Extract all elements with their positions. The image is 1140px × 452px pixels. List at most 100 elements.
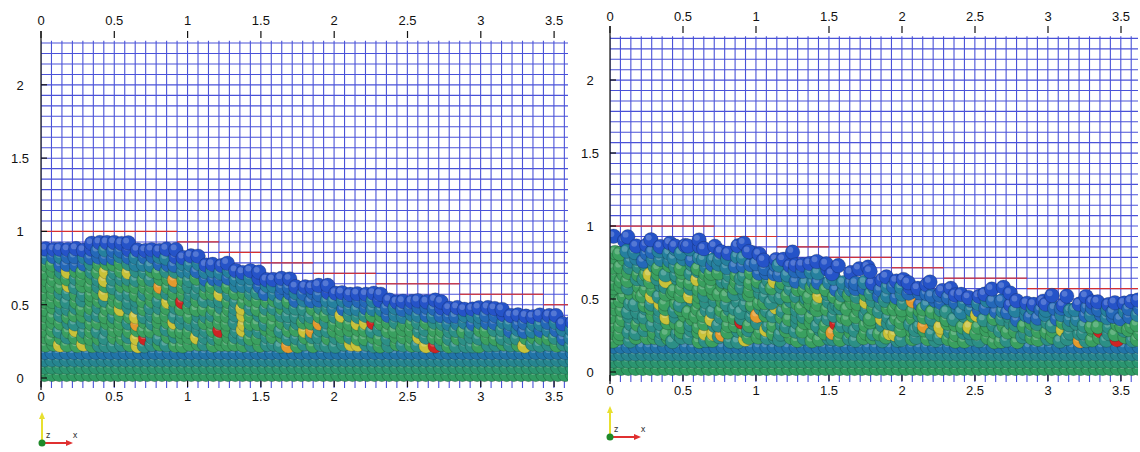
drawing-part [285, 274, 291, 280]
drawing-part [222, 258, 228, 264]
drawing-part [55, 244, 61, 250]
drawing-part [355, 273, 365, 274]
drawing-part [41, 137, 568, 138]
drawing-part [313, 273, 323, 274]
drawing-part [352, 289, 358, 295]
drawing-part [240, 252, 250, 253]
drawing-part [41, 95, 568, 96]
drawing-part [198, 241, 208, 242]
drawing-part [282, 262, 292, 263]
drawing-part [261, 262, 271, 263]
drawing-part [276, 273, 282, 279]
drawing-part [449, 283, 459, 284]
drawing-part [428, 283, 438, 284]
drawing-part [413, 296, 419, 302]
drawing-part [41, 74, 568, 75]
drawing-part [63, 244, 69, 250]
drawing-part [146, 231, 156, 232]
panel [41, 41, 568, 388]
drawing-part [167, 231, 177, 232]
drawing-part [459, 304, 465, 310]
drawing-part [41, 158, 568, 159]
drawing-part [397, 283, 407, 284]
drawing-part [123, 238, 129, 244]
drawing-part [41, 189, 568, 190]
drawing-part [522, 294, 532, 295]
drawing-part [460, 294, 470, 295]
drawing-part [161, 244, 167, 250]
drawing-part [314, 280, 320, 286]
drawing-part [125, 231, 135, 232]
drawing-part [41, 220, 568, 221]
drawing-part [292, 262, 302, 263]
drawing-part [398, 296, 404, 302]
drawing-part [238, 267, 244, 273]
particles [41, 235, 568, 382]
drawing-part [543, 304, 553, 305]
drawing-part [171, 244, 177, 250]
drawing-part [533, 294, 543, 295]
drawing-part [407, 283, 417, 284]
drawing-part [219, 252, 229, 253]
drawing-part [303, 262, 313, 263]
drawing-part [254, 267, 260, 273]
drawing-part [323, 280, 329, 286]
drawing-part [41, 63, 568, 64]
drawing-part [72, 231, 82, 232]
drawing-part [208, 241, 218, 242]
drawing-part [133, 245, 139, 251]
active-cells [41, 231, 568, 304]
drawing-part [51, 231, 61, 232]
drawing-part [114, 231, 124, 232]
drawing-part [87, 238, 93, 244]
drawing-part [564, 304, 568, 305]
drawing-part [41, 84, 568, 85]
drawing-part [135, 231, 145, 232]
drawing-part [41, 126, 568, 127]
drawing-part [207, 259, 213, 265]
drawing-part [104, 231, 114, 232]
drawing-part [324, 273, 334, 274]
drawing-part [502, 294, 512, 295]
drawing-part [512, 294, 522, 295]
drawing-part [229, 252, 239, 253]
drawing-part [41, 210, 568, 211]
drawing-part [271, 262, 281, 263]
drawing-part [497, 304, 503, 310]
drawing-part [93, 231, 103, 232]
drawing-part [41, 179, 568, 180]
drawing-part [41, 53, 568, 54]
drawing-part [386, 283, 396, 284]
drawing-part [41, 116, 568, 117]
drawing-part [178, 253, 184, 259]
drawing-part [41, 200, 568, 201]
drawing-part [481, 294, 491, 295]
drawing-part [78, 245, 84, 251]
drawing-part [384, 295, 390, 301]
drawing-part [41, 231, 51, 232]
drawing-part [491, 294, 501, 295]
drawing-part [376, 289, 382, 295]
drawing-part [436, 297, 442, 303]
drawing-part [62, 231, 72, 232]
drawing-part [71, 244, 77, 250]
drawing-part [439, 283, 449, 284]
drawing-part [83, 231, 93, 232]
drawing-part [470, 294, 480, 295]
drawing-part [554, 304, 564, 305]
drawing-part [490, 303, 496, 309]
drawing-part [41, 231, 568, 232]
drawing-part [361, 289, 367, 295]
drawing-part [245, 266, 251, 272]
drawing-part [422, 297, 428, 303]
drawing-part [418, 283, 428, 284]
drawing-part [474, 303, 480, 309]
drawing-part [345, 273, 355, 274]
drawing-part [41, 105, 568, 106]
drawing-part [188, 241, 198, 242]
drawing-part [291, 282, 297, 288]
background-grid [41, 41, 568, 388]
drawing-part [177, 241, 187, 242]
drawing-part [41, 147, 568, 148]
